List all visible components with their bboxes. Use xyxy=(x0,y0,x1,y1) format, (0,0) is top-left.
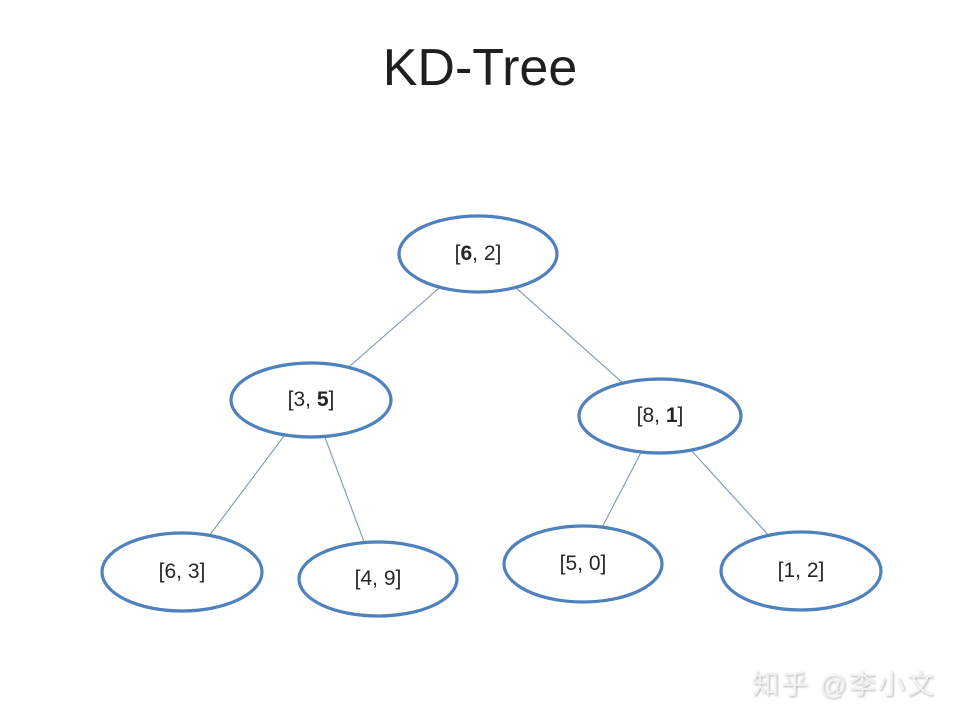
bracket-open: [ xyxy=(636,404,643,427)
node-value-y: 3 xyxy=(187,560,200,583)
comma-separator: , xyxy=(176,560,188,583)
bracket-close: ] xyxy=(818,559,825,582)
tree-node-ellipse-left xyxy=(229,361,393,439)
tree-node-label-right: [8, 1] xyxy=(580,401,740,431)
tree-node-ellipse-right xyxy=(577,377,743,455)
bracket-open: [ xyxy=(287,388,294,411)
tree-node-ellipse-right-right xyxy=(719,530,883,612)
tree-node-ellipse-left-left xyxy=(100,531,264,613)
tree-node-label-left-left: [6, 3] xyxy=(102,557,262,587)
bracket-open: [ xyxy=(158,560,165,583)
node-value-x: 1 xyxy=(783,559,796,582)
node-value-x: 6 xyxy=(164,560,177,583)
bracket-close: ] xyxy=(600,552,607,575)
node-value-y: 2 xyxy=(483,242,496,265)
bracket-open: [ xyxy=(454,242,461,265)
bracket-open: [ xyxy=(559,552,566,575)
comma-separator: , xyxy=(577,552,589,575)
tree-node-ellipse-root xyxy=(397,214,559,294)
watermark: 知乎 @李小文 xyxy=(752,670,936,700)
comma-separator: , xyxy=(372,567,384,590)
node-value-y: 5 xyxy=(316,388,329,411)
tree-node-label-root: [6, 2] xyxy=(398,239,558,269)
bracket-open: [ xyxy=(777,559,784,582)
node-value-y: 0 xyxy=(588,552,601,575)
tree-node-label-left: [3, 5] xyxy=(231,385,391,415)
node-value-x: 6 xyxy=(460,242,473,265)
page-title: KD-Tree xyxy=(382,39,578,97)
tree-node-label-right-right: [1, 2] xyxy=(721,556,881,586)
tree-node-label-left-right: [4, 9] xyxy=(298,564,458,594)
bracket-open: [ xyxy=(354,567,361,590)
node-value-x: 3 xyxy=(293,388,306,411)
bracket-close: ] xyxy=(677,404,684,427)
node-value-y: 1 xyxy=(665,404,678,427)
tree-node-label-right-left: [5, 0] xyxy=(503,549,663,579)
node-value-y: 9 xyxy=(383,567,396,590)
comma-separator: , xyxy=(654,404,666,427)
node-value-x: 8 xyxy=(642,404,655,427)
tree-node-ellipse-left-right xyxy=(297,540,459,618)
comma-separator: , xyxy=(305,388,317,411)
bracket-close: ] xyxy=(395,567,402,590)
node-value-x: 4 xyxy=(360,567,373,590)
bracket-close: ] xyxy=(199,560,206,583)
comma-separator: , xyxy=(472,242,484,265)
comma-separator: , xyxy=(795,559,807,582)
bracket-close: ] xyxy=(495,242,502,265)
tree-node-ellipse-right-left xyxy=(502,524,664,604)
node-value-y: 2 xyxy=(806,559,819,582)
node-value-x: 5 xyxy=(565,552,578,575)
bracket-close: ] xyxy=(328,388,335,411)
